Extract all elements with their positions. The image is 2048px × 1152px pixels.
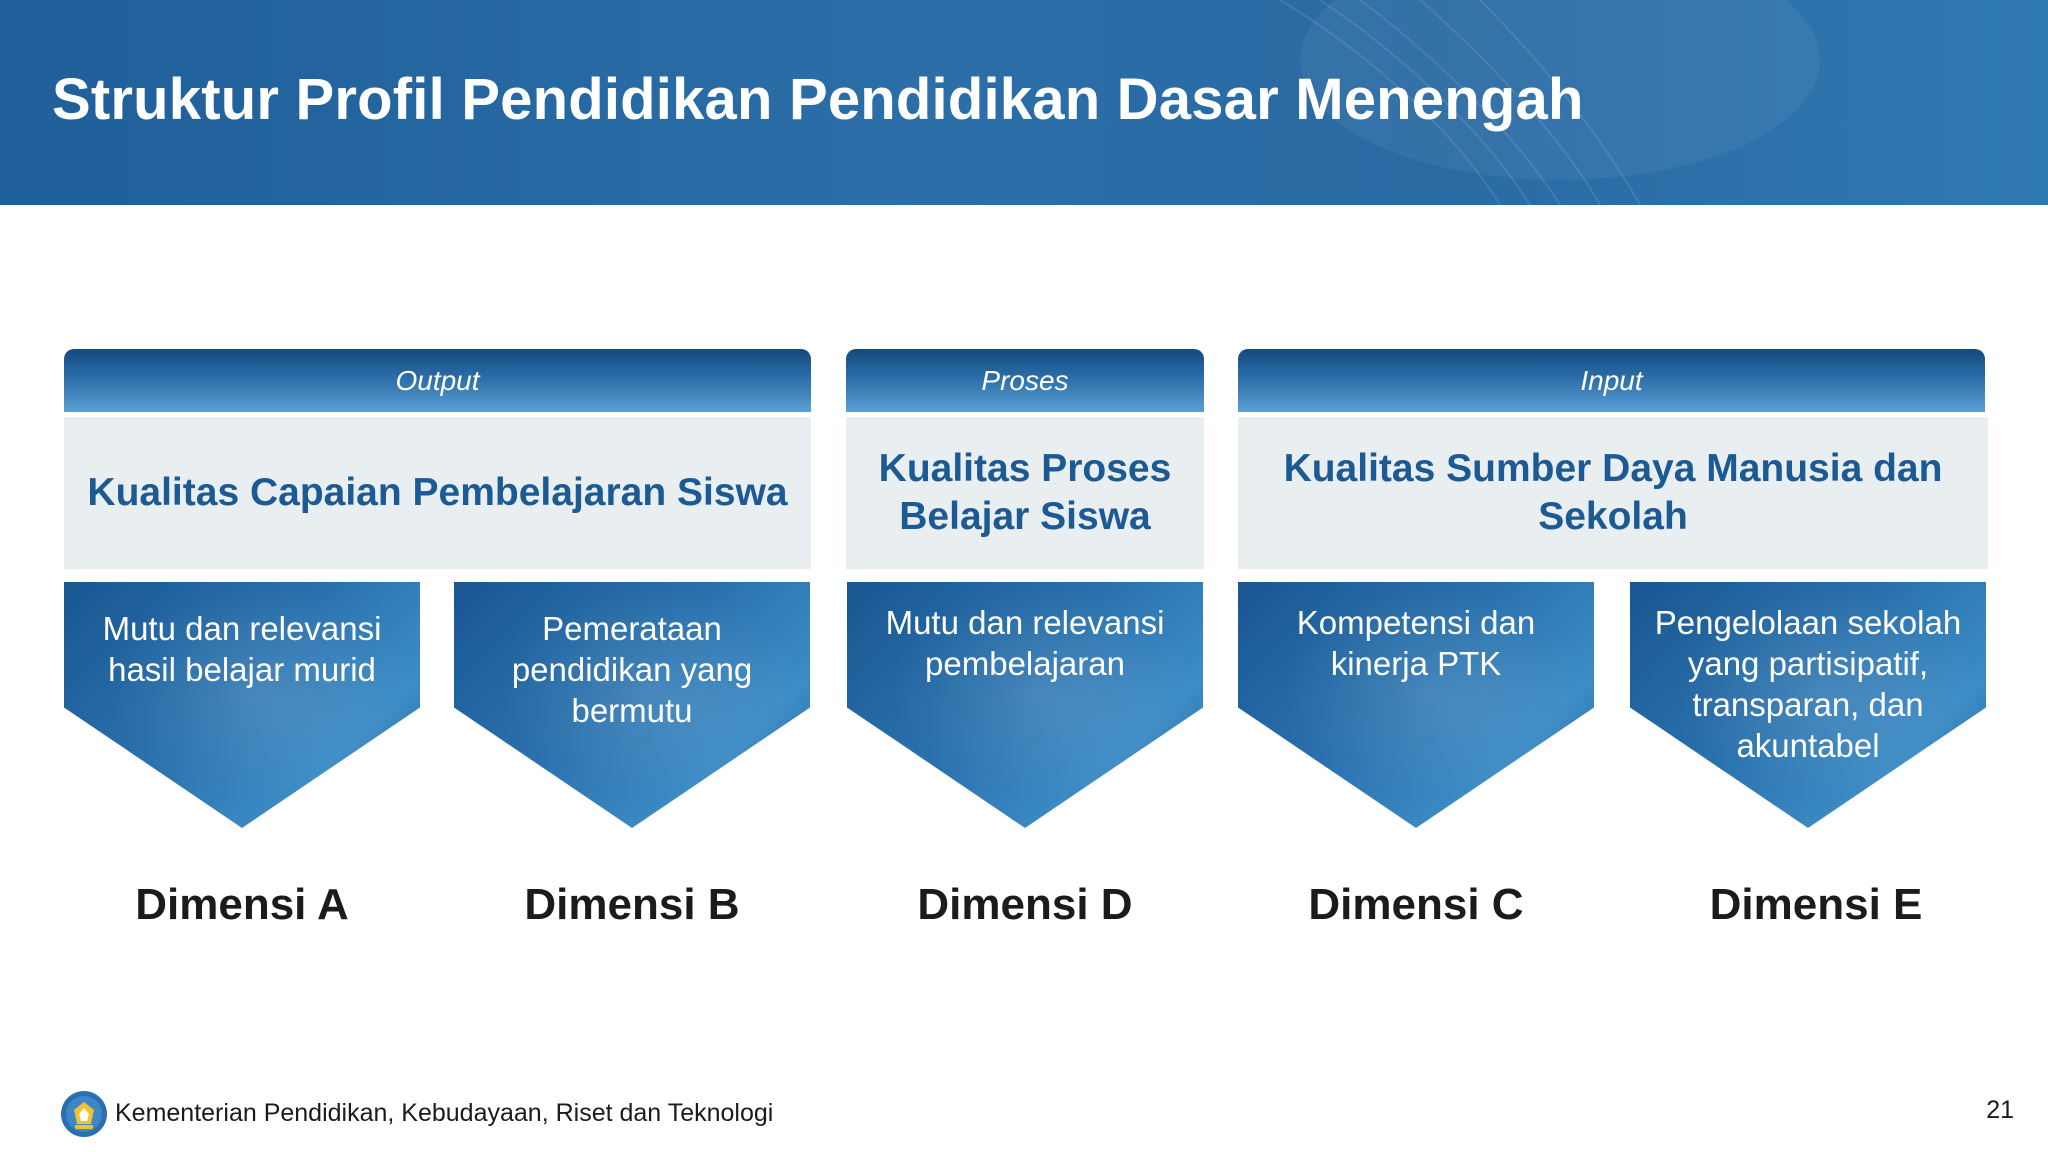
dimension-c-description: Kompetensi dan kinerja PTK xyxy=(1296,604,1536,682)
dimension-e-label: Dimensi E xyxy=(1709,880,1923,929)
dimension-c-chevron: Kompetensi dan kinerja PTK xyxy=(1238,582,1594,828)
tab-output: Output xyxy=(64,349,811,412)
page-number: 21 xyxy=(1986,1096,2014,1124)
dimension-b-chevron: Pemerataan pendidikan yang bermutu xyxy=(454,582,810,828)
dimension-e-description: Pengelolaan sekolah yang partisipatif, t… xyxy=(1654,604,1962,764)
dimension-a-chevron: Mutu dan relevansi hasil belajar murid xyxy=(64,582,420,828)
quality-input-box: Kualitas Sumber Daya Manusia dan Sekolah xyxy=(1238,417,1988,569)
quality-proses-box: Kualitas Proses Belajar Siswa xyxy=(846,417,1204,569)
tab-input: Input xyxy=(1238,349,1985,412)
tut-wuri-handayani-logo-icon xyxy=(61,1091,107,1137)
slide-title: Struktur Profil Pendidikan Pendidikan Da… xyxy=(52,67,1584,132)
dimension-d-description: Mutu dan relevansi pembelajaran xyxy=(885,604,1165,682)
tab-proses: Proses xyxy=(846,349,1204,412)
dimension-a-label: Dimensi A xyxy=(135,880,349,929)
dimension-b-label: Dimensi B xyxy=(524,880,740,929)
header-banner: Struktur Profil Pendidikan Pendidikan Da… xyxy=(0,0,2048,205)
dimension-b-description: Pemerataan pendidikan yang bermutu xyxy=(511,610,753,729)
dimension-d-chevron: Mutu dan relevansi pembelajaran xyxy=(847,582,1203,828)
dimension-d-label: Dimensi D xyxy=(917,880,1133,929)
footer-ministry-name: Kementerian Pendidikan, Kebudayaan, Rise… xyxy=(115,1099,774,1127)
quality-output-box: Kualitas Capaian Pembelajaran Siswa xyxy=(64,417,811,569)
header-wave-decoration xyxy=(1279,0,1820,205)
dimension-e-chevron: Pengelolaan sekolah yang partisipatif, t… xyxy=(1630,582,1986,828)
dimension-c-label: Dimensi C xyxy=(1308,880,1524,929)
dimension-a-description: Mutu dan relevansi hasil belajar murid xyxy=(102,610,382,688)
